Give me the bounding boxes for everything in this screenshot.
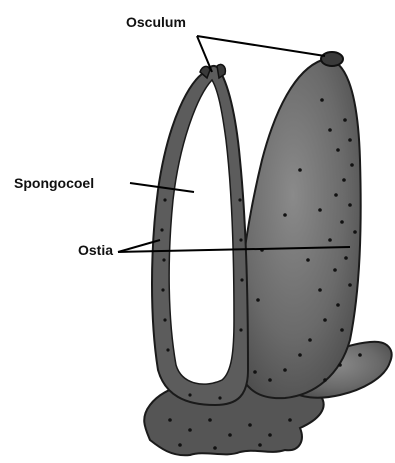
osculum-tip-right bbox=[217, 64, 225, 78]
osculum-label: Osculum bbox=[126, 14, 186, 30]
osculum-rim bbox=[321, 52, 343, 66]
sponge-tube-right bbox=[238, 60, 361, 399]
ostia-label: Ostia bbox=[78, 242, 113, 258]
spongocoel-label: Spongocoel bbox=[14, 175, 94, 191]
osculum-leader-right bbox=[197, 36, 325, 56]
